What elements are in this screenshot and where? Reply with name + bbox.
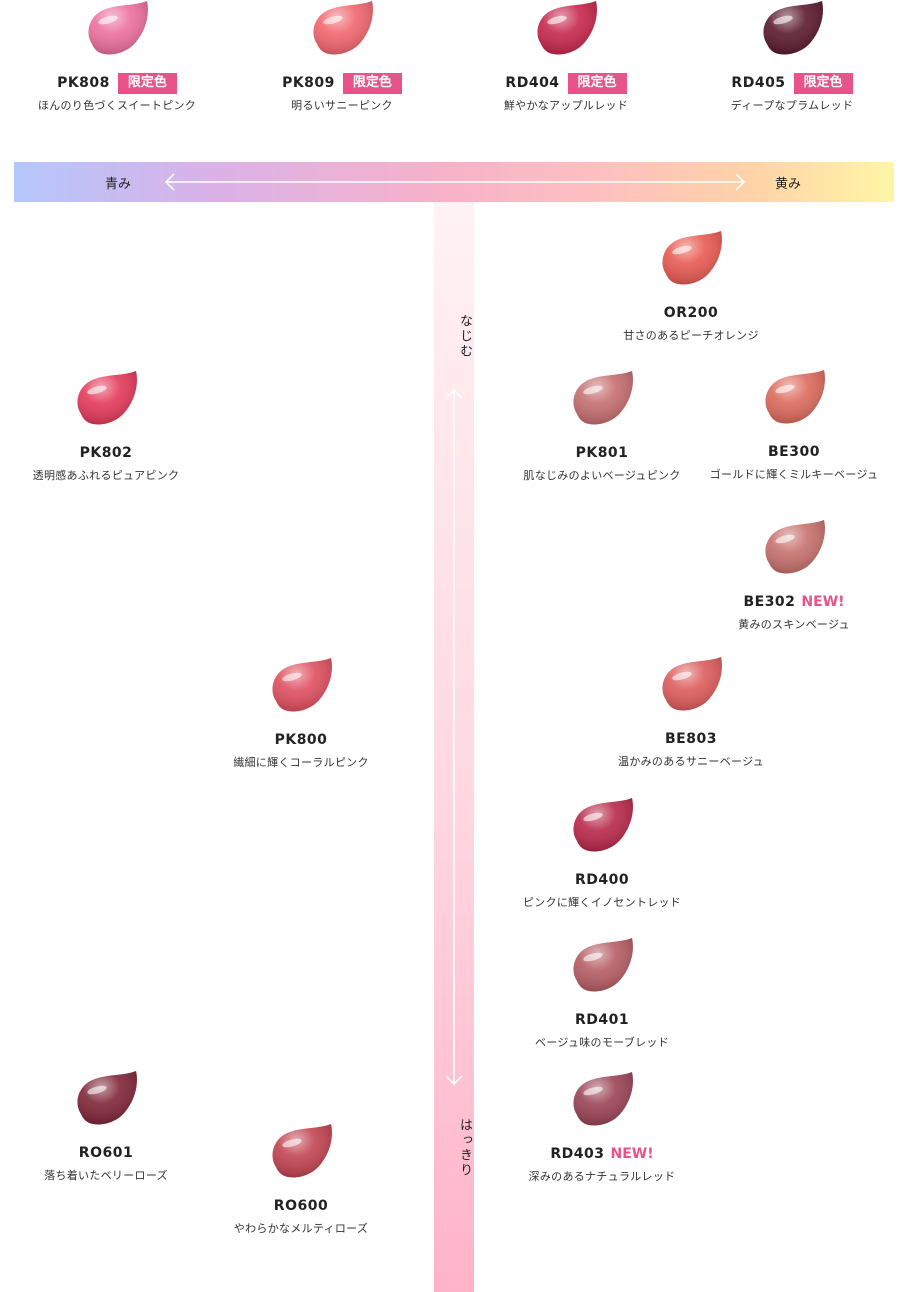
product-desc: ゴールドに輝くミルキーベージュ xyxy=(709,468,879,481)
product-rd405[interactable]: RD405 限定色 ディープなプラムレッド xyxy=(682,0,902,113)
limited-badge: 限定色 xyxy=(342,72,402,94)
product-pk809[interactable]: PK809 限定色 明るいサニーピンク xyxy=(232,0,452,113)
swatch-pk800 xyxy=(272,658,332,712)
swatch-ro600 xyxy=(272,1124,332,1178)
product-pk802[interactable]: PK802 透明感あふれるピュアピンク xyxy=(0,370,216,483)
product-code: BE300 xyxy=(768,444,820,460)
axis-label-top: なじむ xyxy=(457,314,472,359)
product-code: PK800 xyxy=(274,732,328,748)
product-code: RO600 xyxy=(273,1198,329,1214)
product-desc: 甘さのあるピーチオレンジ xyxy=(623,329,759,342)
product-desc: 温かみのあるサニーベージュ xyxy=(618,755,764,768)
vertical-axis-bar: なじむ はっきり xyxy=(434,202,474,1292)
axis-label-bottom: はっきり xyxy=(457,1118,472,1178)
product-desc: ベージュ味のモーブレッド xyxy=(535,1036,669,1049)
axis-label-left: 青み xyxy=(105,177,132,192)
axis-label-right: 黄み xyxy=(775,177,802,192)
horizontal-axis-bar: 青み 黄み xyxy=(14,162,894,202)
swatch-be302 xyxy=(765,520,825,574)
swatch-pk809 xyxy=(313,1,373,55)
product-desc: ピンクに輝くイノセントレッド xyxy=(522,896,682,909)
swatch-be803 xyxy=(662,657,722,711)
swatch-rd400 xyxy=(573,798,633,852)
swatch-pk801 xyxy=(573,371,633,425)
swatch-or200 xyxy=(662,231,722,285)
product-code: PK809 xyxy=(282,75,335,91)
product-ro600[interactable]: RO600 やわらかなメルティローズ xyxy=(191,1123,411,1236)
new-tag: NEW! xyxy=(801,594,845,610)
swatch-be300 xyxy=(765,370,825,424)
new-tag: NEW! xyxy=(610,1146,654,1162)
product-code: RO601 xyxy=(78,1145,134,1161)
vertical-double-arrow-icon xyxy=(445,388,463,1086)
product-code: PK808 xyxy=(57,75,110,91)
product-code: RD403 xyxy=(550,1146,605,1162)
product-desc: やわらかなメルティローズ xyxy=(233,1222,369,1235)
product-code: OR200 xyxy=(663,305,719,321)
product-pk800[interactable]: PK800 繊細に輝くコーラルピンク xyxy=(191,657,411,770)
product-pk801[interactable]: PK801 肌なじみのよいベージュピンク xyxy=(492,370,712,483)
product-desc: 黄みのスキンベージュ xyxy=(738,618,850,631)
product-code: BE803 xyxy=(665,731,717,747)
product-code: RD400 xyxy=(574,872,630,888)
swatch-pk802 xyxy=(77,371,137,425)
product-code: RD401 xyxy=(574,1012,630,1028)
product-desc: 繊細に輝くコーラルピンク xyxy=(233,756,369,769)
product-code: RD405 xyxy=(731,75,786,91)
product-desc: 透明感あふれるピュアピンク xyxy=(32,469,180,482)
swatch-rd401 xyxy=(573,938,633,992)
swatch-pk808 xyxy=(88,1,148,55)
limited-badge: 限定色 xyxy=(793,72,853,94)
limited-badge: 限定色 xyxy=(117,72,177,94)
swatch-rd404 xyxy=(537,1,597,55)
product-ro601[interactable]: RO601 落ち着いたベリーローズ xyxy=(0,1070,216,1183)
product-desc: 肌なじみのよいベージュピンク xyxy=(523,469,681,482)
horizontal-double-arrow-icon xyxy=(164,173,746,191)
product-rd401[interactable]: RD401 ベージュ味のモーブレッド xyxy=(492,937,712,1050)
product-desc: ディープなプラムレッド xyxy=(730,99,854,112)
product-be803[interactable]: BE803 温かみのあるサニーベージュ xyxy=(581,656,801,769)
product-desc: 落ち着いたベリーローズ xyxy=(44,1169,168,1182)
product-be300[interactable]: BE300 ゴールドに輝くミルキーベージュ xyxy=(684,369,904,482)
swatch-rd403 xyxy=(573,1072,633,1126)
product-code: RD404 xyxy=(505,75,560,91)
product-rd400[interactable]: RD400 ピンクに輝くイノセントレッド xyxy=(492,797,712,910)
swatch-ro601 xyxy=(77,1071,137,1125)
product-code: BE302 xyxy=(743,594,796,610)
product-pk808[interactable]: PK808 限定色 ほんのり色づくスイートピンク xyxy=(7,0,227,113)
product-rd403[interactable]: RD403 NEW! 深みのあるナチュラルレッド xyxy=(492,1071,712,1184)
limited-badge: 限定色 xyxy=(567,72,627,94)
product-rd404[interactable]: RD404 限定色 鮮やかなアップルレッド xyxy=(456,0,676,113)
product-code: PK802 xyxy=(79,445,133,461)
product-desc: 鮮やかなアップルレッド xyxy=(503,99,629,112)
product-desc: ほんのり色づくスイートピンク xyxy=(37,99,197,112)
product-code: PK801 xyxy=(575,445,629,461)
product-desc: 深みのあるナチュラルレッド xyxy=(528,1170,676,1183)
product-be302[interactable]: BE302 NEW! 黄みのスキンベージュ xyxy=(684,519,904,632)
product-desc: 明るいサニーピンク xyxy=(291,99,393,112)
product-or200[interactable]: OR200 甘さのあるピーチオレンジ xyxy=(581,230,801,343)
swatch-rd405 xyxy=(763,1,823,55)
